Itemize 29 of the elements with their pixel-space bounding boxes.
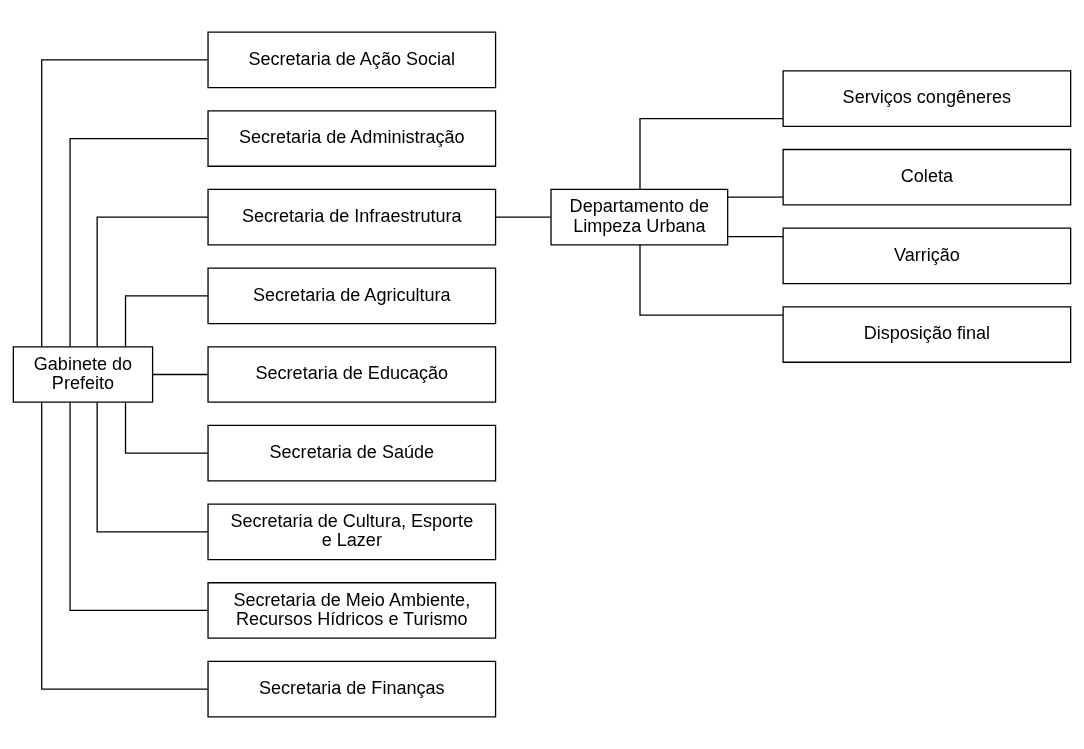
- connector: [41, 401, 209, 690]
- connector: [639, 244, 784, 316]
- node-box: Varrição: [782, 227, 1072, 285]
- connector: [69, 137, 209, 348]
- connector: [41, 59, 209, 348]
- node-box: Secretaria de Infraestrutura: [207, 188, 497, 246]
- node-box: Serviços congêneres: [782, 70, 1072, 127]
- connector: [152, 373, 209, 376]
- node-box: Secretaria de Meio Ambiente, Recursos Hídricos e Turismo: [207, 582, 497, 639]
- node-box: Disposição final: [782, 306, 1072, 363]
- node-box: Departamento de Limpeza Urbana: [550, 188, 729, 246]
- connector: [69, 401, 209, 612]
- node-box: Secretaria de Agricultura: [207, 267, 497, 325]
- connector: [639, 117, 784, 190]
- connector: [96, 216, 209, 348]
- node-box: Gabinete do Prefeito: [12, 346, 154, 403]
- connector: [124, 295, 209, 348]
- connector: [727, 235, 784, 238]
- node-box: Secretaria de Cultura, Esporte e Lazer: [207, 503, 497, 561]
- connector: [124, 401, 209, 454]
- node-box: Secretaria de Educação: [207, 346, 497, 403]
- connector: [96, 401, 209, 533]
- connector: [494, 216, 552, 218]
- connector: [727, 196, 784, 198]
- node-box: Coleta: [782, 148, 1072, 206]
- node-box: Secretaria de Ação Social: [207, 31, 497, 89]
- node-box: Secretaria de Finanças: [207, 660, 497, 718]
- node-box: Secretaria de Administração: [207, 110, 497, 167]
- node-box: Secretaria de Saúde: [207, 424, 497, 482]
